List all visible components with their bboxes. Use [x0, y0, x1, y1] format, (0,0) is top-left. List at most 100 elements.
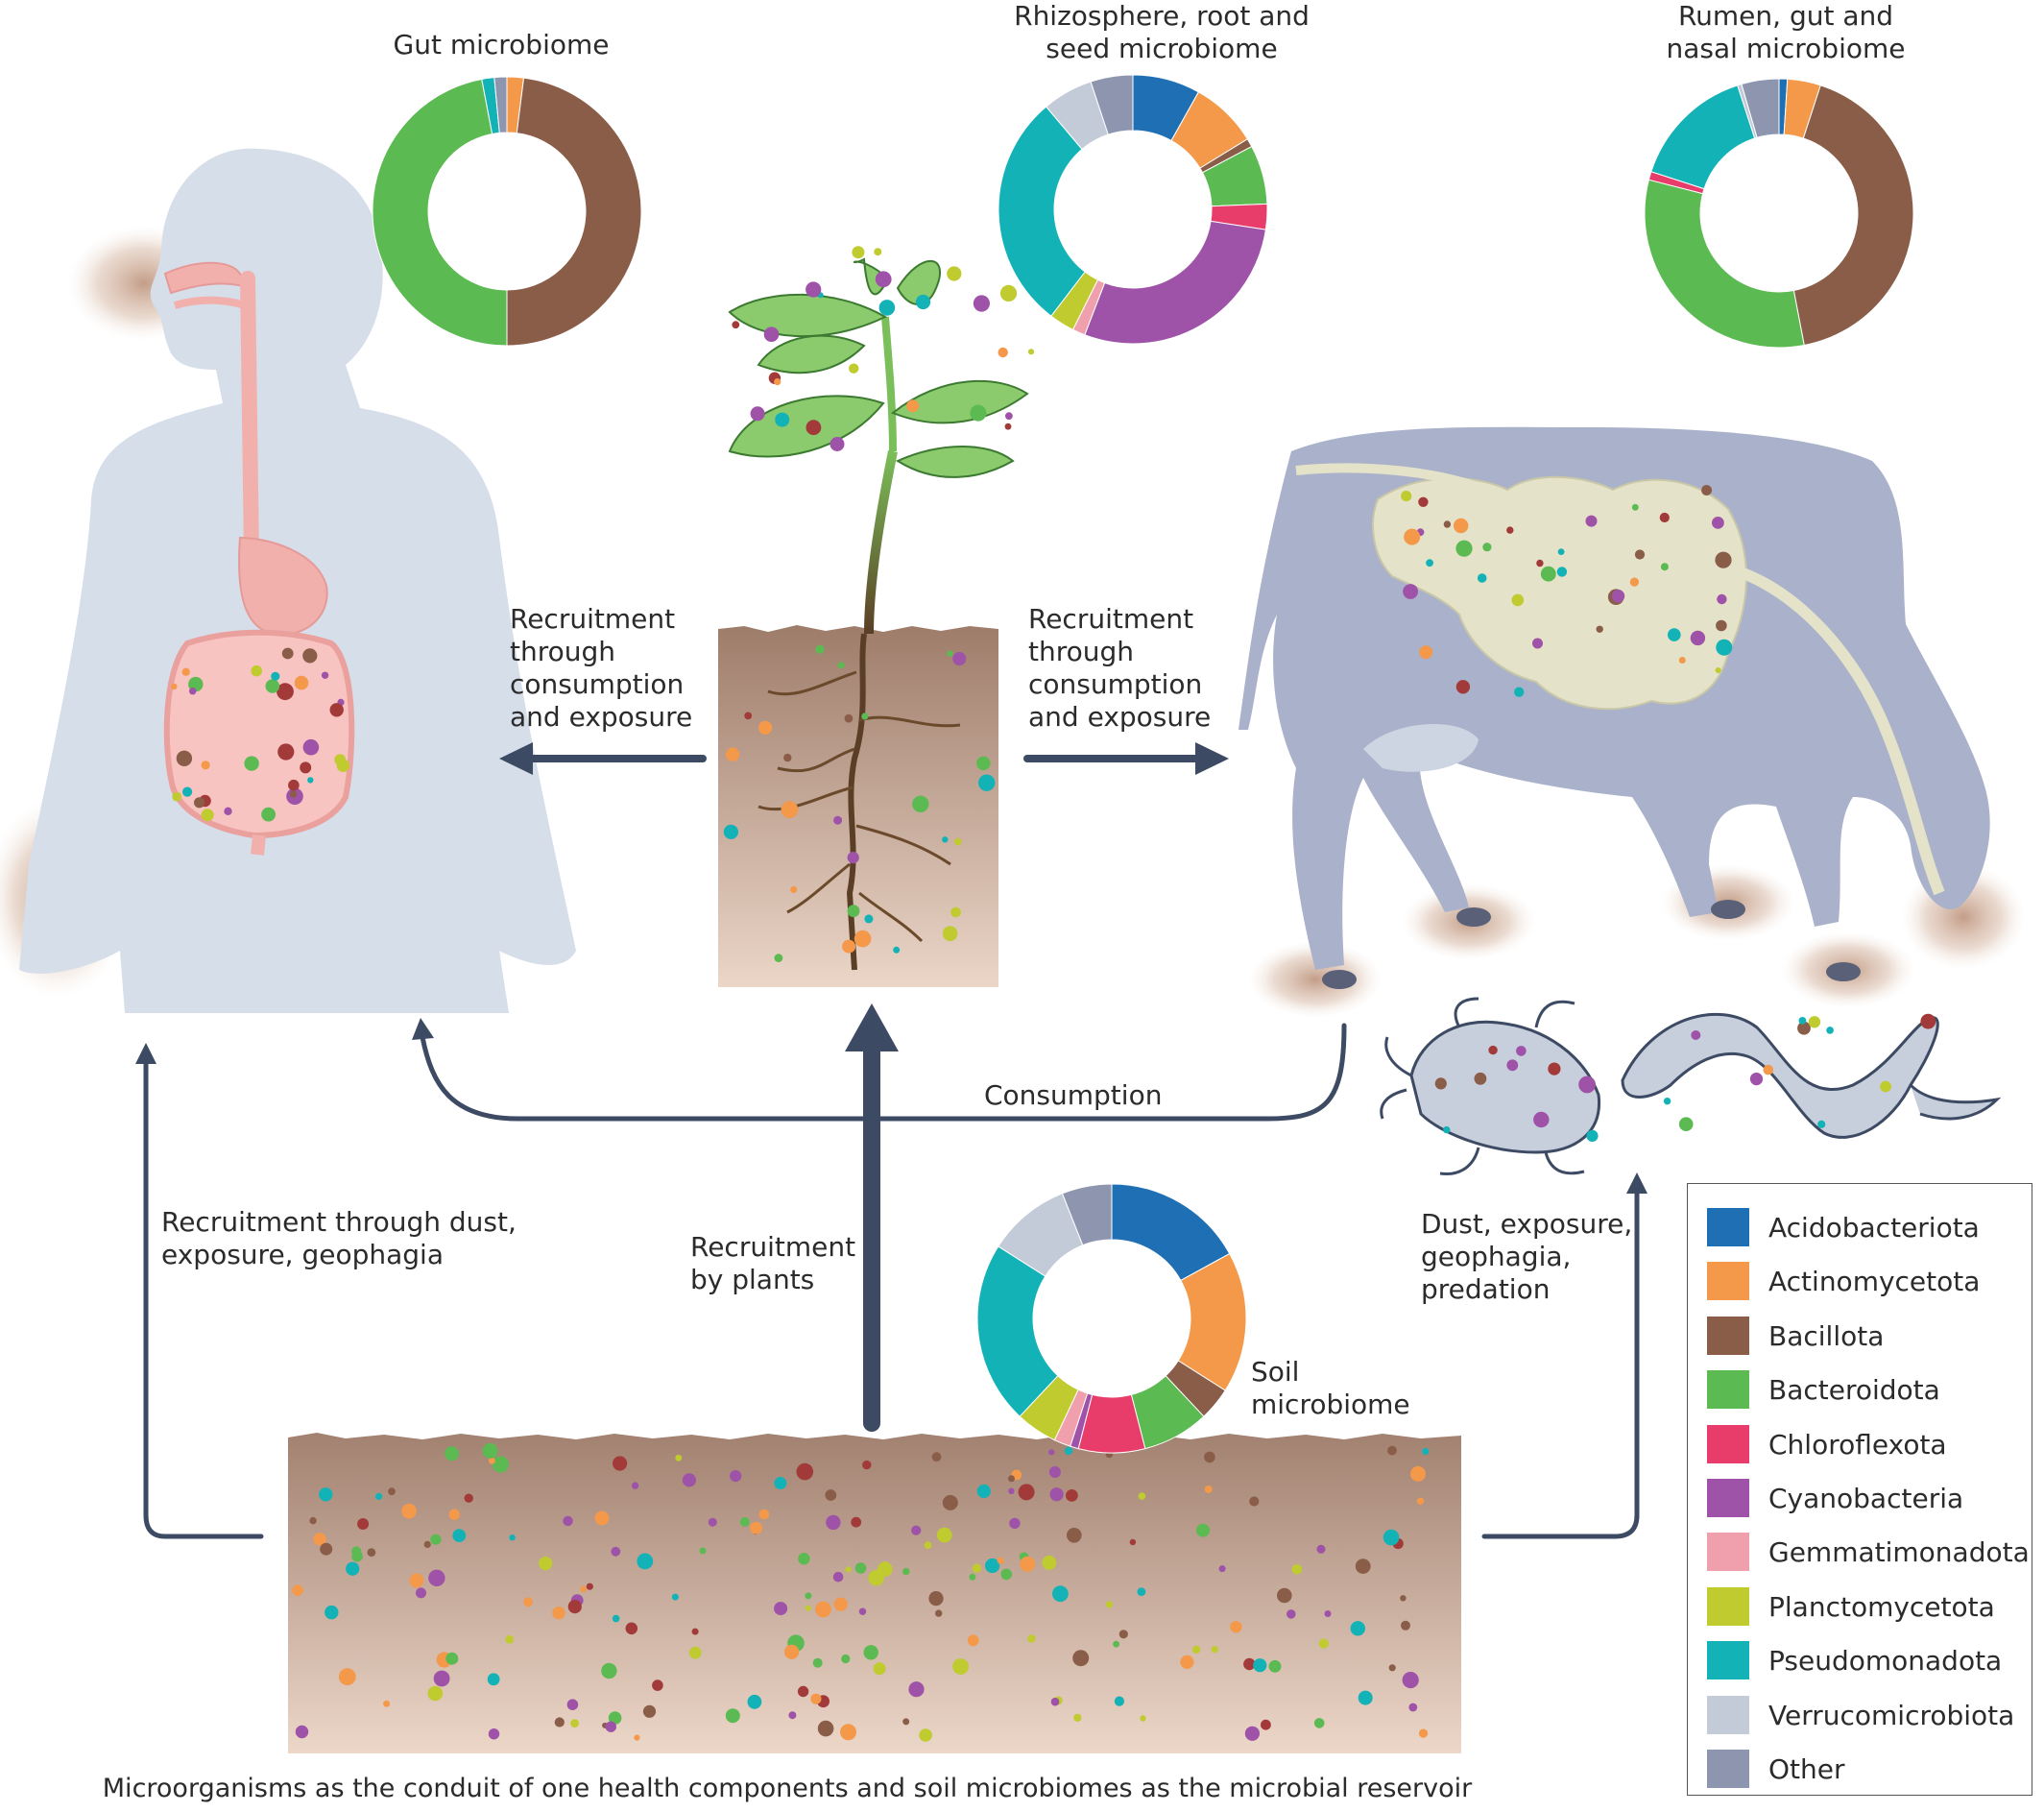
- microbe-dot: [902, 1567, 910, 1576]
- microbe-dot: [1401, 490, 1412, 502]
- arrow-soil-to-human: [143, 1058, 264, 1539]
- microbe-dot: [847, 905, 860, 918]
- microbe-dot: [1350, 1621, 1366, 1636]
- microbe-dot: [864, 914, 874, 924]
- microbe-dot: [1596, 625, 1603, 633]
- microbe-dot: [1404, 528, 1421, 545]
- microbe-dot: [708, 1517, 717, 1527]
- microbe-dot: [625, 1622, 638, 1635]
- microbe-dot: [1514, 687, 1525, 697]
- microbe-dot: [1516, 1046, 1527, 1056]
- microbe-dot: [1244, 1726, 1260, 1741]
- microbe-dot: [1105, 1601, 1113, 1608]
- human-illustration: [0, 148, 576, 1014]
- microbe-dot: [488, 1728, 500, 1740]
- microbe-dot: [1191, 1645, 1201, 1655]
- legend-label: Planctomycetota: [1768, 1590, 1995, 1623]
- microbe-dot: [1402, 1672, 1419, 1689]
- soil-layer: [288, 1433, 1461, 1753]
- microbe-dot: [1611, 590, 1625, 603]
- microbe-dot: [826, 1514, 841, 1531]
- microbe-dot: [383, 1700, 391, 1707]
- microbe-dot: [1052, 1585, 1069, 1603]
- microbe-dot: [1920, 1013, 1936, 1029]
- microbe-dot: [292, 1584, 304, 1596]
- microbe-dot: [699, 1547, 707, 1555]
- legend-label: Bacteroidota: [1768, 1373, 1940, 1406]
- microbe-dot: [750, 406, 765, 422]
- microbe-dot: [634, 1734, 640, 1741]
- microbe-dot: [893, 946, 901, 954]
- microbe-dot: [346, 1561, 360, 1576]
- microbe-dot: [309, 1516, 317, 1525]
- label-line: and exposure: [1028, 701, 1212, 733]
- microbe-dot: [723, 824, 739, 840]
- legend-swatch: [1707, 1208, 1749, 1246]
- microbe-dot: [1532, 638, 1543, 649]
- label-line: geophagia,: [1421, 1241, 1572, 1272]
- microbe-dot: [172, 791, 182, 802]
- microbe-dot: [1137, 1587, 1146, 1596]
- microbe-dot: [952, 652, 967, 665]
- figure-footer: Microorganisms as the conduit of one hea…: [102, 1774, 1473, 1803]
- microbe-dot: [1668, 628, 1681, 641]
- microbe-dot: [1663, 1098, 1671, 1105]
- microbe-dot: [631, 1482, 639, 1489]
- microbe-dot: [858, 1607, 867, 1615]
- microbe-dot: [1749, 1073, 1764, 1086]
- microbe-dot: [1316, 1544, 1326, 1554]
- microbe-dot: [1249, 1496, 1260, 1507]
- microbe-dot: [691, 1628, 699, 1635]
- soil-chart-title: Soil microbiome: [1251, 1356, 1410, 1421]
- microbe-dot: [1403, 584, 1418, 599]
- microbe-dot: [1418, 496, 1429, 507]
- label-line: through: [510, 636, 616, 667]
- microbe-dot: [338, 1668, 356, 1686]
- microbe-dot: [832, 1571, 844, 1582]
- microbe-dot: [445, 1446, 459, 1462]
- microbe-dot: [851, 1516, 862, 1528]
- microbe-dot: [1410, 1465, 1426, 1482]
- arrow-soil-to-invertebrates: [1481, 1188, 1640, 1539]
- microbe-dot: [1401, 1620, 1410, 1631]
- microbe-dot: [523, 1597, 533, 1607]
- microbe-dot: [911, 1525, 922, 1535]
- legend-item: Pseudomonadota: [1707, 1640, 2002, 1680]
- microbe-dot: [302, 648, 318, 664]
- microbe-dot: [732, 321, 740, 329]
- microbe-dot: [1826, 1027, 1834, 1034]
- microbe-dot: [1701, 485, 1713, 495]
- microbe-dot: [1008, 1487, 1015, 1495]
- donut-slice-plant-pseudomonadota: [998, 106, 1086, 317]
- microbe-dot: [840, 1724, 856, 1741]
- microbe-dot: [845, 1566, 852, 1573]
- microbe-dot: [1715, 551, 1732, 568]
- microbe-dot: [1426, 559, 1433, 568]
- microbe-dot: [1064, 1446, 1073, 1456]
- microbe-dot: [313, 1533, 326, 1546]
- donut-slice-gut-other: [493, 76, 508, 133]
- label-recruitment-left: Recruitment through consumption and expo…: [510, 603, 692, 734]
- microbe-dot: [1261, 1719, 1271, 1730]
- microbe-dot: [1408, 1703, 1418, 1712]
- microbe-dot: [1218, 1565, 1226, 1573]
- legend-item: Planctomycetota: [1707, 1586, 1995, 1627]
- microbe-dot: [725, 1708, 740, 1724]
- legend-label: Gemmatimonadota: [1768, 1535, 2030, 1568]
- microbe-dot: [401, 1503, 417, 1519]
- microbe-dot: [781, 801, 799, 819]
- microbe-dot: [351, 1546, 362, 1557]
- microbe-dot: [810, 1693, 822, 1704]
- microbe-dot: [281, 647, 294, 660]
- microbe-dot: [570, 1719, 579, 1727]
- legend-label: Verrucomicrobiota: [1768, 1699, 2015, 1731]
- microbe-dot: [1817, 1120, 1826, 1128]
- microbe-dot: [873, 1662, 886, 1676]
- label-line: consumption: [510, 668, 685, 700]
- microbe-dot: [1313, 1718, 1325, 1728]
- microbe-dot: [1808, 1016, 1821, 1028]
- microbe-dot: [423, 1540, 431, 1548]
- legend: Acidobacteriota Actinomycetota Bacillota…: [1687, 1183, 2032, 1796]
- microbe-dot: [613, 1456, 628, 1471]
- label-line: predation: [1421, 1273, 1551, 1305]
